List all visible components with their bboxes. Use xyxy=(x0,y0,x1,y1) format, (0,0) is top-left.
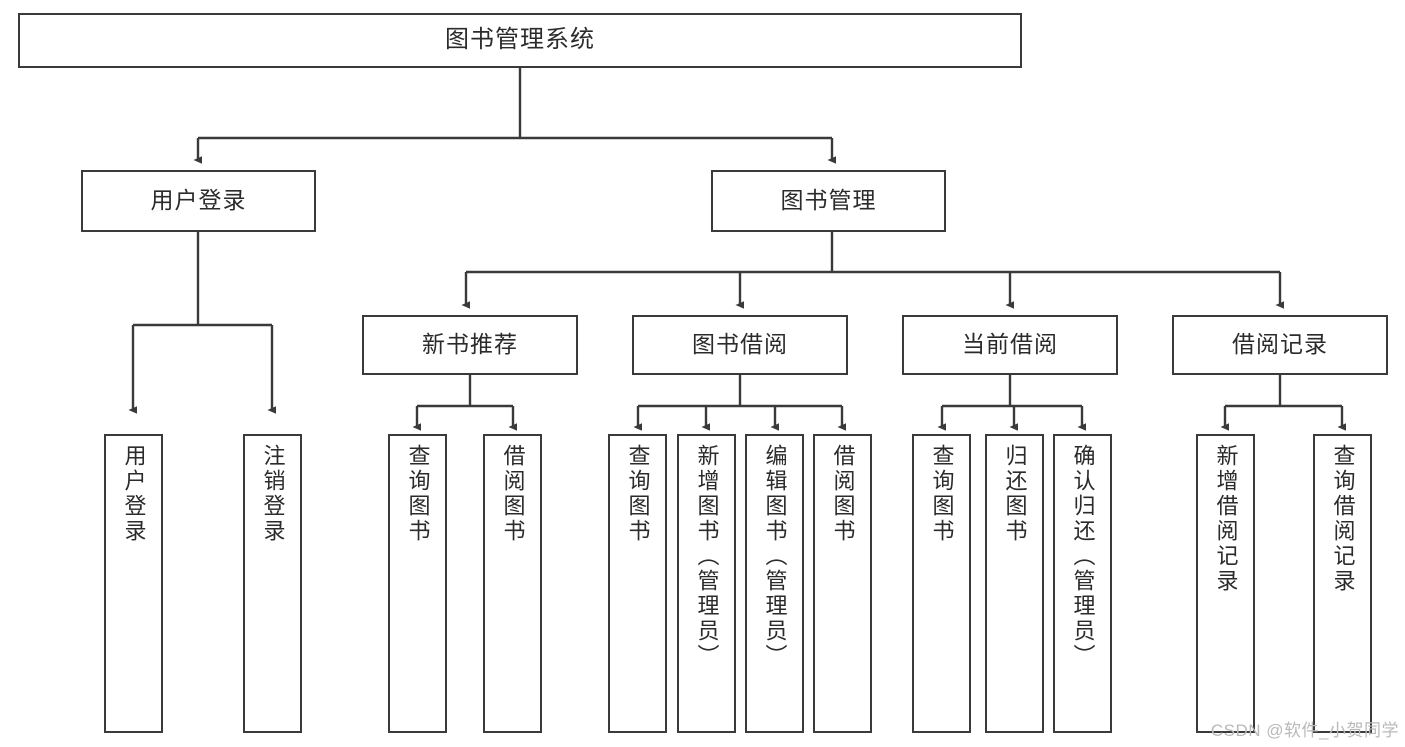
node-leaf-add-borrow-record[interactable]: 新增借阅记录 xyxy=(1196,434,1255,733)
node-leaf-edit-book-admin[interactable]: 编辑图书（管理员） xyxy=(745,434,804,733)
node-new-book-recommend[interactable]: 新书推荐 xyxy=(362,315,578,375)
node-label: 借阅图书 xyxy=(500,444,526,544)
node-label: 查询图书 xyxy=(929,444,955,544)
node-leaf-logout-login[interactable]: 注销登录 xyxy=(243,434,302,733)
node-book-management[interactable]: 图书管理 xyxy=(711,170,946,232)
node-label: 新增图书（管理员） xyxy=(694,444,720,669)
node-borrow-record[interactable]: 借阅记录 xyxy=(1172,315,1388,375)
node-label: 新书推荐 xyxy=(422,331,518,358)
node-label: 确认归还（管理员） xyxy=(1070,444,1096,669)
node-label: 借阅图书 xyxy=(830,444,856,544)
node-label: 查询图书 xyxy=(625,444,651,544)
node-leaf-query-book-borrow[interactable]: 查询图书 xyxy=(608,434,667,733)
node-label: 当前借阅 xyxy=(962,331,1058,358)
node-root-book-management-system[interactable]: 图书管理系统 xyxy=(18,13,1022,68)
node-label: 图书借阅 xyxy=(692,331,788,358)
node-leaf-user-login[interactable]: 用户登录 xyxy=(104,434,163,733)
node-label: 编辑图书（管理员） xyxy=(762,444,788,669)
node-label: 借阅记录 xyxy=(1232,331,1328,358)
node-label: 新增借阅记录 xyxy=(1213,444,1239,594)
node-label: 用户登录 xyxy=(121,444,147,544)
node-user-login[interactable]: 用户登录 xyxy=(81,170,316,232)
node-leaf-add-book-admin[interactable]: 新增图书（管理员） xyxy=(677,434,736,733)
node-book-borrow[interactable]: 图书借阅 xyxy=(632,315,848,375)
node-leaf-return-book[interactable]: 归还图书 xyxy=(985,434,1044,733)
node-leaf-query-book-recommend[interactable]: 查询图书 xyxy=(388,434,447,733)
node-label: 图书管理系统 xyxy=(445,26,595,54)
node-label: 查询图书 xyxy=(405,444,431,544)
node-leaf-borrow-book-recommend[interactable]: 借阅图书 xyxy=(483,434,542,733)
node-leaf-query-borrow-record[interactable]: 查询借阅记录 xyxy=(1313,434,1372,733)
node-leaf-query-book-current[interactable]: 查询图书 xyxy=(912,434,971,733)
node-label: 用户登录 xyxy=(150,187,247,214)
node-label: 注销登录 xyxy=(260,444,286,544)
node-leaf-confirm-return-admin[interactable]: 确认归还（管理员） xyxy=(1053,434,1112,733)
node-label: 查询借阅记录 xyxy=(1330,444,1356,594)
node-label: 归还图书 xyxy=(1002,444,1028,544)
node-label: 图书管理 xyxy=(780,187,877,214)
node-current-borrow[interactable]: 当前借阅 xyxy=(902,315,1118,375)
node-leaf-borrow-book[interactable]: 借阅图书 xyxy=(813,434,872,733)
